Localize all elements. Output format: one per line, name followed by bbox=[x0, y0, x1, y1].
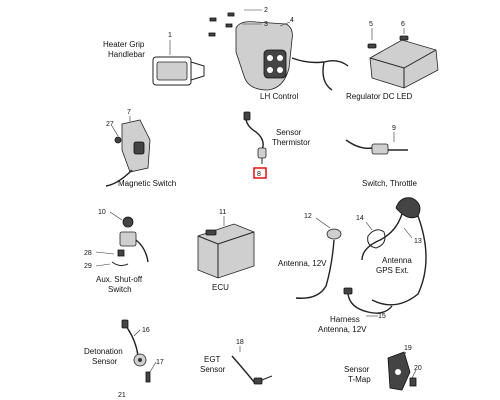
antenna-gps-label-1: Antenna bbox=[382, 256, 412, 265]
harness-label-2: Antenna, 12V bbox=[318, 325, 367, 334]
part-number-4: 4 bbox=[290, 17, 294, 24]
part-number-13: 13 bbox=[414, 238, 422, 245]
sensor-thermistor-label-2: Thermistor bbox=[272, 138, 311, 147]
antenna-12v: 12 Antenna, 12V bbox=[278, 213, 342, 299]
detonation-sensor: 16 17 Detonation Sensor 21 bbox=[84, 319, 164, 399]
part-number-12: 12 bbox=[304, 213, 312, 220]
magnetic-switch: 7 27 Magnetic Switch bbox=[105, 109, 176, 188]
sensor-thermistor-label-1: Sensor bbox=[276, 128, 302, 137]
part-number-3: 3 bbox=[264, 21, 268, 28]
part-number-17: 17 bbox=[156, 359, 164, 366]
switch-throttle: 9 Switch, Throttle bbox=[345, 125, 418, 188]
part-number-15: 15 bbox=[378, 313, 386, 320]
heater-grip-label-2: Handlebar bbox=[108, 50, 145, 59]
regulator-label: Regulator DC LED bbox=[346, 92, 412, 101]
harness-antenna-12v: 15 Harness Antenna, 12V bbox=[318, 287, 393, 334]
part-number-16: 16 bbox=[142, 327, 150, 334]
part-number-6: 6 bbox=[401, 21, 405, 28]
antenna-gps-label-2: GPS Ext. bbox=[376, 266, 409, 275]
part-number-11: 11 bbox=[219, 209, 226, 216]
regulator-dc-led: 5 6 Regulator DC LED bbox=[346, 21, 439, 101]
magnetic-switch-label: Magnetic Switch bbox=[118, 179, 176, 188]
sensor-t-map: 19 20 Sensor T-Map bbox=[344, 345, 422, 391]
aux-shutoff-label-2: Switch bbox=[108, 285, 132, 294]
part-number-8: 8 bbox=[257, 171, 261, 178]
heater-grip-handlebar: 1 Heater Grip Handlebar bbox=[103, 32, 205, 86]
part-number-7: 7 bbox=[127, 109, 131, 116]
part-number-27: 27 bbox=[106, 121, 114, 128]
heater-grip-label-1: Heater Grip bbox=[103, 40, 145, 49]
ecu-label: ECU bbox=[212, 283, 229, 292]
ecu: 11 ECU bbox=[197, 209, 255, 292]
part-number-10: 10 bbox=[98, 209, 106, 216]
part-number-29: 29 bbox=[84, 263, 92, 270]
lh-control-label: LH Control bbox=[260, 92, 298, 101]
antenna-label: Antenna, 12V bbox=[278, 259, 327, 268]
egt-sensor: 18 EGT Sensor bbox=[200, 339, 273, 385]
sensor-thermistor: Sensor Thermistor 8 bbox=[243, 111, 311, 179]
part-number-20: 20 bbox=[414, 365, 422, 372]
part-number-21: 21 bbox=[118, 392, 126, 399]
part-number-9: 9 bbox=[392, 125, 396, 132]
highlight-box bbox=[253, 167, 267, 179]
part-number-2: 2 bbox=[264, 7, 268, 14]
harness-label-1: Harness bbox=[330, 315, 360, 324]
egt-label-1: EGT bbox=[204, 355, 221, 364]
part-number-14: 14 bbox=[356, 215, 364, 222]
part-number-28: 28 bbox=[84, 250, 92, 257]
part-number-18: 18 bbox=[236, 339, 244, 346]
aux-shutoff-label-1: Aux. Shut-off bbox=[96, 275, 143, 284]
tmap-label-1: Sensor bbox=[344, 365, 370, 374]
egt-label-2: Sensor bbox=[200, 365, 226, 374]
antenna-gps-ext: 14 13 Antenna GPS Ext. bbox=[356, 197, 427, 306]
part-number-5: 5 bbox=[369, 21, 373, 28]
tmap-label-2: T-Map bbox=[348, 375, 371, 384]
part-number-1: 1 bbox=[168, 32, 172, 39]
detonation-label-2: Sensor bbox=[92, 357, 118, 366]
switch-throttle-label: Switch, Throttle bbox=[362, 179, 418, 188]
detonation-label-1: Detonation bbox=[84, 347, 123, 356]
aux-shutoff-switch: 10 28 29 Aux. Shut-off Switch bbox=[84, 209, 149, 294]
part-number-19: 19 bbox=[404, 345, 412, 352]
lh-control: 2 3 4 LH Control bbox=[208, 7, 349, 101]
